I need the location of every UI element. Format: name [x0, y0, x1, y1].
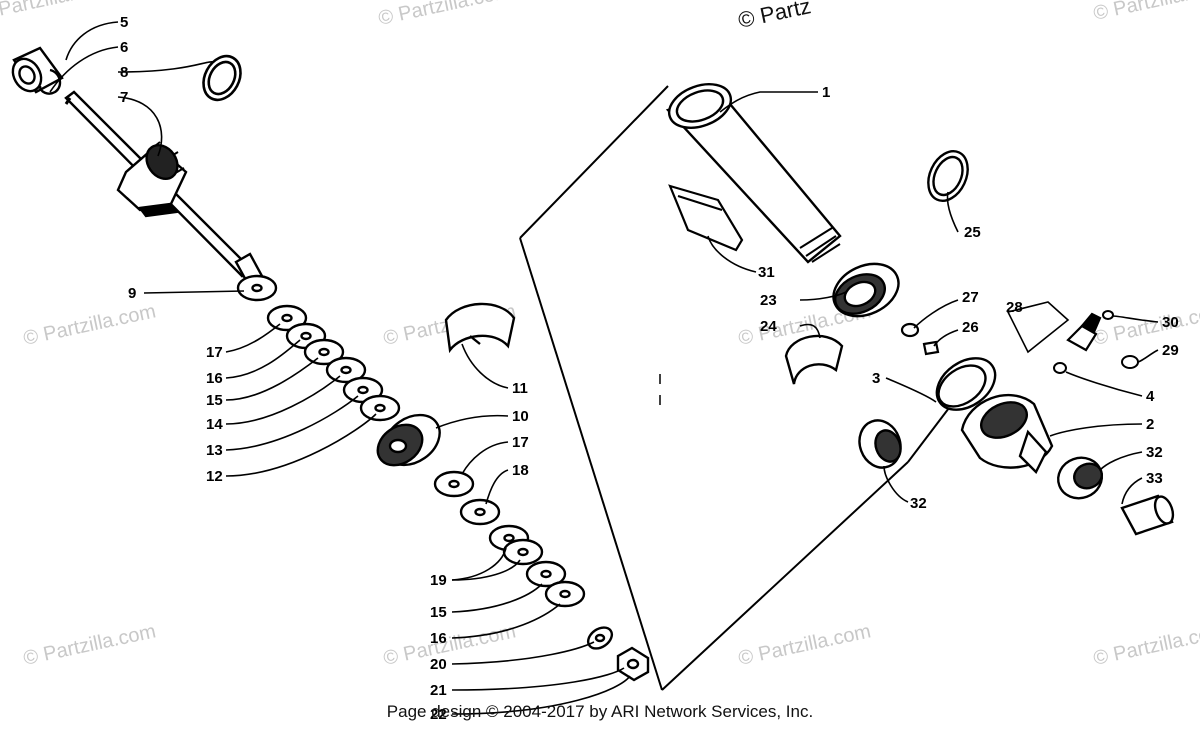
part-27-seal	[900, 322, 920, 338]
callout-33: 33	[1146, 470, 1163, 487]
part-1-cylinder	[665, 83, 842, 264]
part-10-piston	[376, 413, 441, 467]
part-23-bearing	[832, 262, 900, 318]
callout-31: 31	[758, 264, 775, 281]
part-16-lower-washer	[544, 580, 586, 608]
watermark: © Partzilla.com	[21, 300, 157, 350]
callout-6: 6	[120, 39, 128, 56]
callout-29: 29	[1162, 342, 1179, 359]
watermark: © Partzilla.com	[736, 620, 872, 670]
callout-4: 4	[1146, 388, 1155, 405]
part-6-clip	[38, 68, 62, 95]
callout-2: 2	[1146, 416, 1154, 433]
watermark: © Partzilla.com	[376, 0, 512, 30]
callout-labels: 5 6 8 7 9 17 16 15 14 13 12 11 10 17 18 …	[120, 14, 1179, 723]
part-25-o-ring	[927, 150, 969, 202]
callout-15-lower: 15	[430, 604, 447, 621]
callout-32-right: 32	[1146, 444, 1163, 461]
callout-7: 7	[120, 89, 128, 106]
callout-16-lower: 16	[430, 630, 447, 647]
body-outline	[519, 85, 953, 691]
watermark: © Partzilla.com	[1091, 620, 1200, 670]
callout-10: 10	[512, 408, 529, 425]
watermark: © Partzilla.com	[0, 0, 113, 25]
part-4-fitting	[1053, 362, 1067, 374]
callout-30: 30	[1162, 314, 1179, 331]
callout-19: 19	[430, 572, 447, 589]
part-2-end-cap	[960, 394, 1054, 475]
part-29-washer	[1121, 355, 1139, 369]
watermark: © Partzilla.com	[1091, 300, 1200, 350]
part-21-nut	[616, 646, 650, 682]
watermark: © Partzilla.com	[1091, 0, 1200, 25]
part-12-washer	[359, 394, 401, 422]
callout-8: 8	[120, 64, 128, 81]
part-3-o-ring	[935, 357, 997, 411]
callout-3: 3	[872, 370, 880, 387]
part-5-cap	[11, 46, 64, 94]
callout-13: 13	[206, 442, 223, 459]
watermark-top: © Partz	[736, 0, 813, 33]
part-24-ring	[784, 334, 844, 385]
callout-27: 27	[962, 289, 979, 306]
part-19-washer-b	[502, 538, 544, 566]
callout-11: 11	[512, 380, 528, 397]
callout-14: 14	[206, 416, 223, 433]
callout-17: 17	[206, 344, 223, 361]
callout-5: 5	[120, 14, 128, 31]
part-32-left-bushing	[858, 419, 902, 469]
callout-1: 1	[822, 84, 830, 101]
callout-26: 26	[962, 319, 979, 336]
callout-17-lower: 17	[512, 434, 529, 451]
callout-18: 18	[512, 462, 529, 479]
part-8-o-ring	[202, 54, 242, 102]
callout-24: 24	[760, 318, 777, 335]
part-11-piston-ring	[444, 302, 516, 354]
part-18-washer	[459, 498, 501, 526]
part-9-washer	[236, 274, 278, 302]
leader-lines	[49, 21, 1159, 715]
part-32-right-bushing	[1057, 456, 1103, 500]
watermark: © Partzilla.com	[21, 620, 157, 670]
callout-20: 20	[430, 656, 447, 673]
part-28-valve	[1066, 312, 1102, 352]
part-31-bracket	[668, 184, 744, 252]
page-footer: Page design © 2004-2017 by ARI Network S…	[386, 702, 814, 721]
part-7-shaft-assembly	[64, 90, 264, 286]
callout-32-left: 32	[910, 495, 927, 512]
callout-23: 23	[760, 292, 777, 309]
callout-16: 16	[206, 370, 223, 387]
part-17-lower-washer	[433, 470, 475, 498]
callout-21: 21	[430, 682, 447, 699]
callout-28: 28	[1006, 299, 1023, 316]
callout-9: 9	[128, 285, 136, 302]
callout-15: 15	[206, 392, 223, 409]
part-33-sleeve	[1120, 494, 1175, 536]
callout-25: 25	[964, 224, 981, 241]
callout-12: 12	[206, 468, 223, 485]
part-30-cap	[1102, 310, 1114, 320]
part-20-washer	[586, 626, 614, 650]
callout-22: 22	[430, 706, 447, 723]
